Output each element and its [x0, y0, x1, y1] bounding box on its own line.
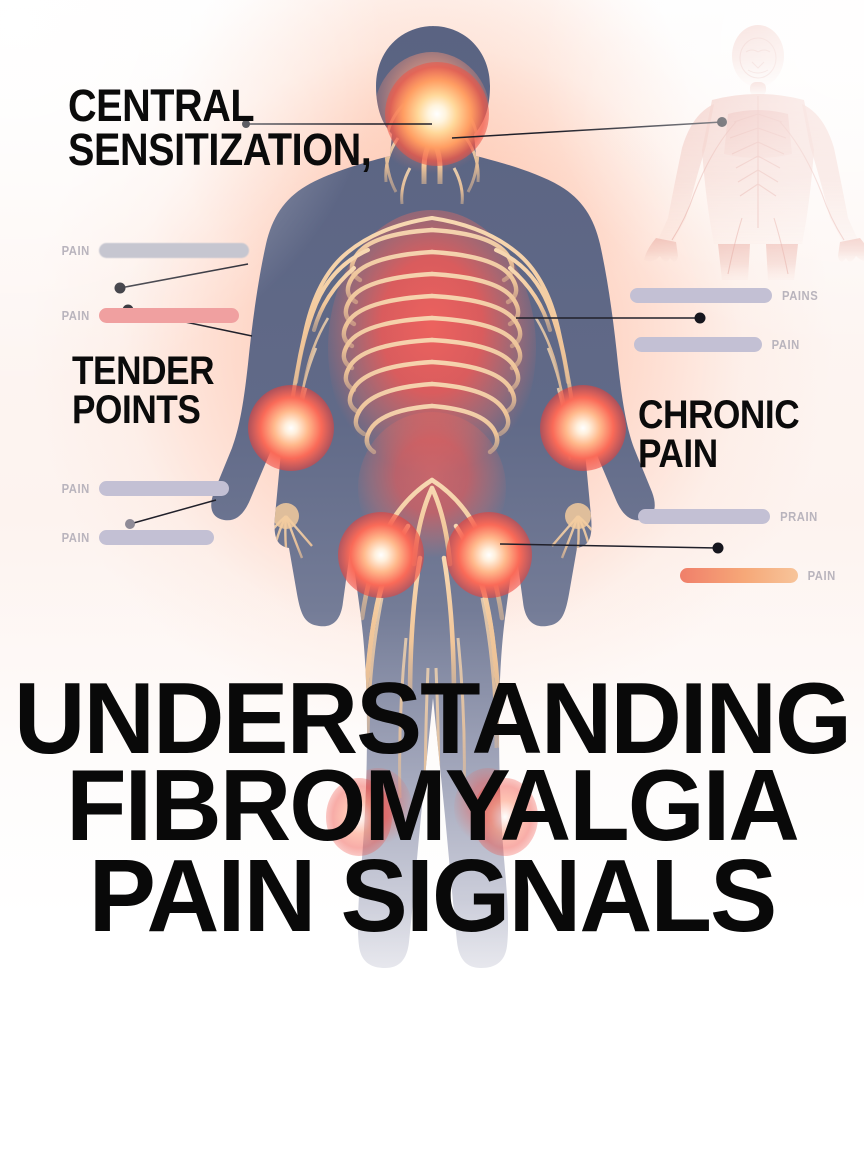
pain-meter-track: [680, 568, 798, 583]
title-line-3: PAIN SIGNALS: [88, 837, 778, 953]
pain-meter-left-4: PAIN: [60, 530, 215, 545]
pain-meter-track: [99, 308, 240, 323]
pain-meter-label: PAIN: [61, 530, 90, 545]
pain-meter-left-1: PAIN: [60, 243, 250, 258]
pain-meter-right-2: PAIN: [634, 337, 801, 352]
callout-tender-points: TENDER POINTS: [72, 349, 215, 433]
pain-meter-right-4: PAIN: [680, 568, 837, 583]
nervous-system-body-diagram: [211, 26, 655, 968]
pain-meter-label: PRAIN: [780, 509, 818, 524]
pain-meter-left-2: PAIN: [60, 308, 240, 323]
pain-meter-right-3: PRAIN: [638, 509, 820, 524]
pain-meter-track: [99, 530, 215, 545]
callout-chronic-pain: CHRONIC PAIN: [638, 393, 800, 477]
poster-title: UNDERSTANDING FIBROMYALGIA PAIN SIGNALS: [0, 668, 864, 953]
pain-meter-track: [99, 243, 250, 258]
pain-meter-right-1: PAINS: [630, 288, 820, 303]
pain-meter-label: PAIN: [61, 481, 90, 496]
pain-meter-left-3: PAIN: [60, 481, 230, 496]
pain-meter-track: [99, 481, 230, 496]
pain-meter-track: [630, 288, 772, 303]
pain-meter-track: [634, 337, 762, 352]
pain-meter-label: PAIN: [61, 243, 90, 258]
callout-central-sensitization: CENTRAL SENSITIZATION,: [68, 80, 372, 176]
pain-meter-label: PAIN: [807, 568, 836, 583]
pain-meter-track: [638, 509, 770, 524]
pain-meter-label: PAIN: [771, 337, 800, 352]
pain-meter-label: PAIN: [61, 308, 90, 323]
pain-meter-label: PAINS: [782, 288, 819, 303]
